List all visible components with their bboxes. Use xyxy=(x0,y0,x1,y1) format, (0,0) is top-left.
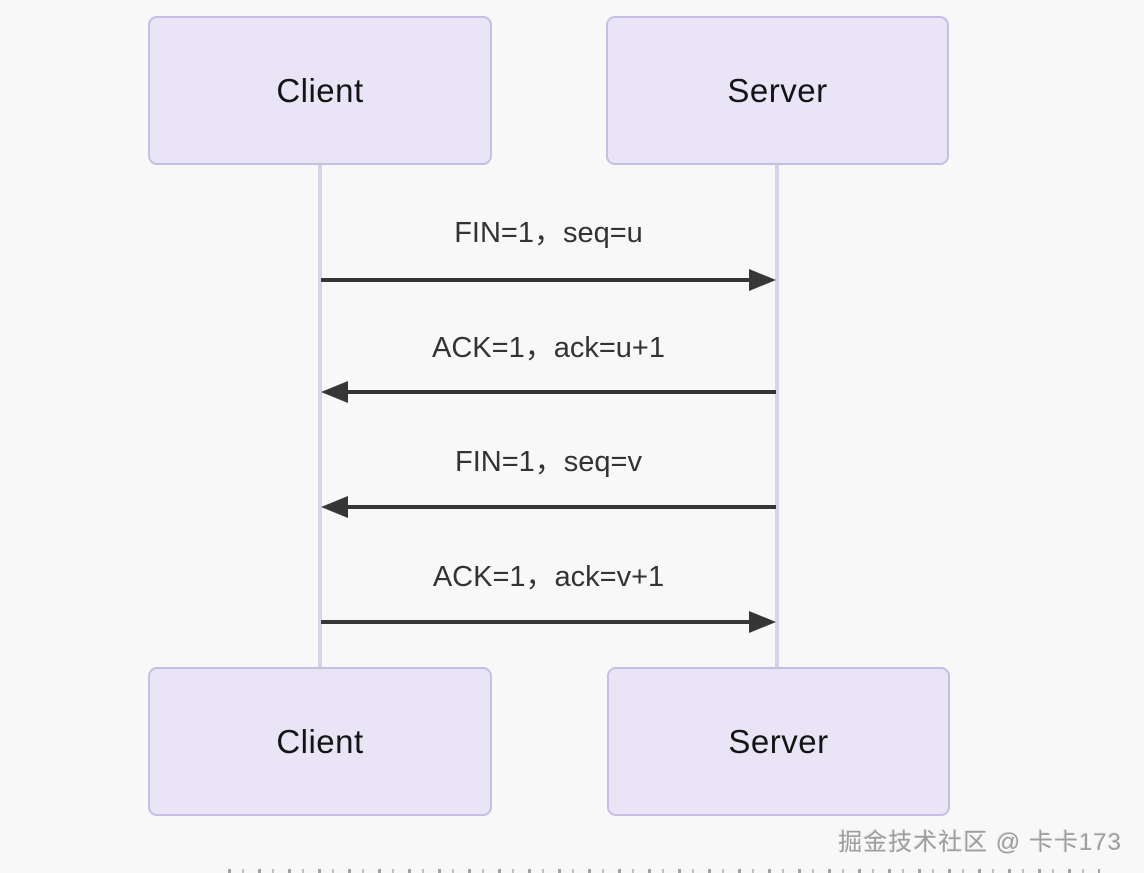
arrowhead-icon xyxy=(749,611,776,633)
message-label-fin-seq-u: FIN=1，seq=u xyxy=(454,217,643,249)
arrowhead-icon xyxy=(321,381,348,403)
arrow-shaft xyxy=(321,278,754,282)
arrowhead-icon xyxy=(321,496,348,518)
actor-box-server-bottom: Server xyxy=(607,667,950,816)
actor-label-server-top: Server xyxy=(727,71,828,109)
message-label-ack-v1: ACK=1，ack=v+1 xyxy=(432,561,665,593)
arrow-shaft xyxy=(321,620,754,624)
cropped-bottom-text-fragment xyxy=(228,869,1100,873)
watermark-text: 掘金技术社区 @ 卡卡173 xyxy=(838,829,1122,856)
arrow-left-icon xyxy=(321,381,776,403)
arrow-left-icon xyxy=(321,496,776,518)
actor-label-client-bottom: Client xyxy=(276,722,364,760)
message-label-ack-u1: ACK=1，ack=u+1 xyxy=(432,332,665,364)
lifeline-client xyxy=(318,165,322,667)
arrow-shaft xyxy=(343,505,776,509)
actor-box-client-top: Client xyxy=(148,16,492,165)
arrow-right-icon xyxy=(321,611,776,633)
actor-label-client-top: Client xyxy=(276,71,364,109)
actor-box-client-bottom: Client xyxy=(148,667,492,816)
lifeline-server xyxy=(775,165,779,667)
message-label-fin-seq-v: FIN=1，seq=v xyxy=(455,446,642,478)
arrowhead-icon xyxy=(749,269,776,291)
arrow-shaft xyxy=(343,390,776,394)
actor-box-server-top: Server xyxy=(606,16,949,165)
actor-label-server-bottom: Server xyxy=(728,722,829,760)
arrow-right-icon xyxy=(321,269,776,291)
